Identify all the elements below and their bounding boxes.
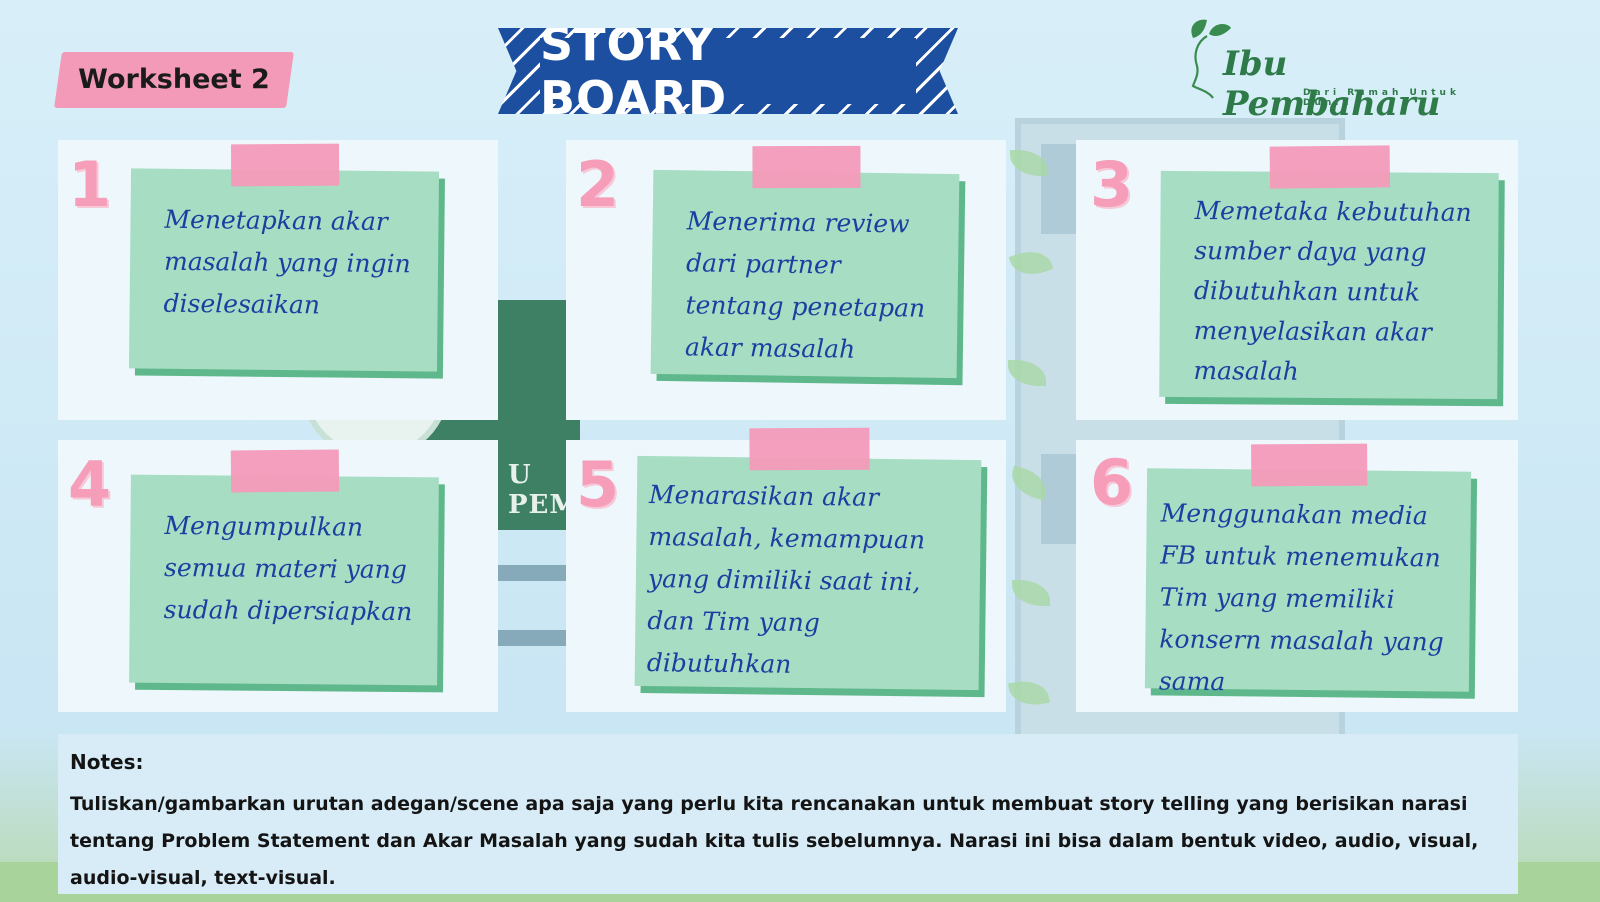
note-text: Mengumpulkan semua materi yang sudah dip… [163, 510, 413, 627]
note-text: Memetaka kebutuhan sumber daya yang dibu… [1193, 196, 1472, 386]
banner-title: STORY BOARD [540, 17, 728, 125]
story-card-3: 3 Memetaka kebutuhan sumber daya yang di… [1076, 140, 1518, 420]
card-number: 6 [1090, 446, 1134, 519]
card-number: 5 [576, 448, 620, 521]
sticky-note: Memetaka kebutuhan sumber daya yang dibu… [1159, 145, 1499, 400]
note-text: Menarasikan akar masalah, kemampuan yang… [646, 480, 926, 679]
tape-strip [230, 143, 340, 187]
tape-strip [752, 145, 861, 189]
card-number: 2 [576, 148, 620, 221]
sticky-note: Menerima review dari partner tentang pen… [650, 145, 960, 379]
card-number: 1 [68, 148, 112, 221]
note-text: Menetapkan akar masalah yang ingin disel… [163, 204, 411, 320]
brand-logo: Ibu Pembaharu Dari Rumah Untuk Dunia [1183, 14, 1513, 124]
notes-heading: Notes: [70, 750, 144, 774]
brand-name: Ibu Pembaharu [1223, 44, 1441, 124]
sticky-note: Menggunakan media FB untuk menemukan Tim… [1144, 443, 1472, 696]
leaf-head-icon [1191, 19, 1231, 99]
background-stripe [498, 630, 566, 646]
note-text: Menerima review dari partner tentang pen… [684, 206, 926, 364]
brand-tagline: Dari Rumah Untuk Dunia [1303, 88, 1460, 108]
story-card-5: 5 Menarasikan akar masalah, kemampuan ya… [566, 427, 1006, 712]
worksheet-tag: Worksheet 2 [54, 52, 294, 108]
banner-inner: STORY BOARD [540, 28, 916, 114]
background-stripe [498, 565, 566, 581]
tape-strip [230, 449, 340, 493]
tape-strip [1251, 443, 1368, 487]
tape-strip [1269, 145, 1391, 189]
story-card-6: 6 Menggunakan media FB untuk menemukan T… [1076, 440, 1518, 712]
sticky-note: Menarasikan akar masalah, kemampuan yang… [634, 427, 982, 691]
story-board-banner: STORY BOARD [498, 28, 958, 114]
sticky-note: Mengumpulkan semua materi yang sudah dip… [129, 449, 439, 686]
tape-strip [749, 427, 870, 471]
story-card-1: 1 Menetapkan akar masalah yang ingin dis… [58, 140, 498, 420]
card-number: 3 [1090, 148, 1134, 221]
story-card-4: 4 Mengumpulkan semua materi yang sudah d… [58, 440, 498, 712]
notes-panel: Notes: Tuliskan/gambarkan urutan adegan/… [58, 734, 1518, 894]
card-number: 4 [68, 448, 112, 521]
notes-body: Tuliskan/gambarkan urutan adegan/scene a… [70, 793, 1479, 889]
worksheet-label: Worksheet 2 [78, 64, 270, 95]
story-card-2: 2 Menerima review dari partner tentang p… [566, 140, 1006, 420]
note-text: Menggunakan media FB untuk menemukan Tim… [1158, 498, 1444, 697]
sticky-note: Menetapkan akar masalah yang ingin disel… [128, 143, 440, 372]
